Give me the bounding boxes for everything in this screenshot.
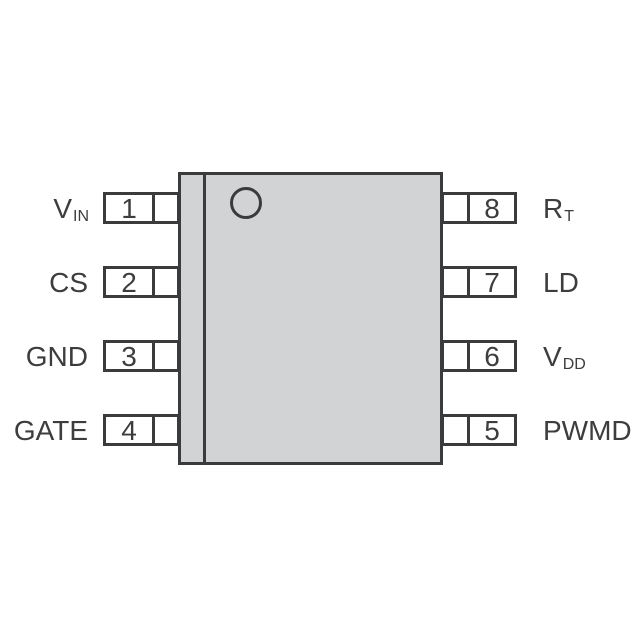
pin1-indicator-circle <box>230 187 262 219</box>
pin-label-vin-sub: IN <box>73 208 89 225</box>
pin-1-number: 1 <box>106 194 155 222</box>
pin-7-lead: 7 <box>441 266 517 298</box>
pin-5-number: 5 <box>484 414 500 446</box>
pin-8-stub <box>444 195 470 221</box>
pin-label-vdd-sub: DD <box>562 356 586 373</box>
pin-3-lead: 3 <box>103 340 180 372</box>
pin-8-lead: 8 <box>441 192 517 224</box>
pin-label-vdd-base: V <box>543 341 562 372</box>
pin-label-vin-base: V <box>53 193 72 224</box>
pin-1-lead: 1 <box>103 192 180 224</box>
pin-label-rt-base: R <box>543 193 564 224</box>
pin-6-number: 6 <box>484 340 500 372</box>
pin-8-number: 8 <box>484 192 500 224</box>
pin-label-rt-sub: T <box>564 208 575 225</box>
pin-label-ld: LD <box>543 263 640 303</box>
pin-2-lead: 2 <box>103 266 180 298</box>
pin-label-gate: GATE <box>0 411 88 451</box>
pin-5-stub <box>444 417 470 443</box>
pin-6-stub <box>444 343 470 369</box>
pin-label-gate-base: GATE <box>13 415 88 446</box>
pin-3-number: 3 <box>106 342 155 370</box>
pin-label-pwmd: PWMD <box>543 411 640 451</box>
pin-label-pwmd-base: PWMD <box>543 415 632 446</box>
pin-7-number: 7 <box>484 266 500 298</box>
pin-4-number: 4 <box>106 416 155 444</box>
pin-4-lead: 4 <box>103 414 180 446</box>
pin-6-lead: 6 <box>441 340 517 372</box>
pin-2-stub <box>155 269 177 295</box>
pin-label-cs: CS <box>0 263 88 303</box>
pin-7-stub <box>444 269 470 295</box>
pin-4-stub <box>155 417 177 443</box>
pin-label-gnd-base: GND <box>25 341 88 372</box>
pin-label-gnd: GND <box>0 337 88 377</box>
pin-1-stub <box>155 195 177 221</box>
ic-body <box>178 172 443 465</box>
pin-2-number: 2 <box>106 268 155 296</box>
pin-label-ld-base: LD <box>543 267 579 298</box>
pin-3-stub <box>155 343 177 369</box>
pin-label-cs-base: CS <box>49 267 88 298</box>
pin1-side-stripe-line <box>203 175 206 462</box>
pin-5-lead: 5 <box>441 414 517 446</box>
